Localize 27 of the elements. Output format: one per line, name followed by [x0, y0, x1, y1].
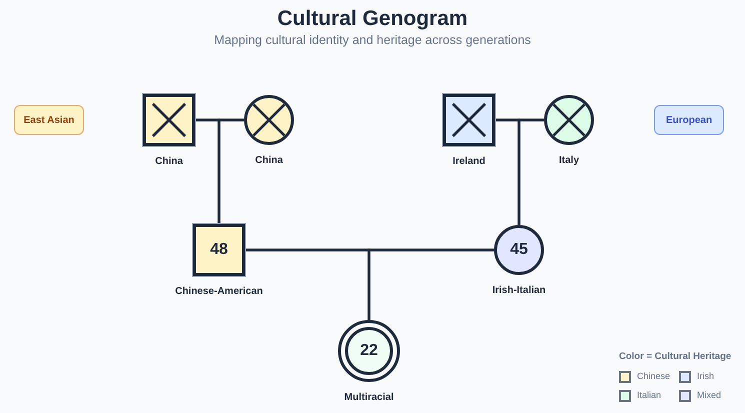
- heritage-label: East Asian: [24, 114, 74, 128]
- person-label: Multiracial: [344, 391, 394, 405]
- diagram-title: Cultural Genogram: [277, 6, 468, 32]
- person-label: Chinese-American: [175, 285, 263, 299]
- legend-text: Irish: [697, 370, 714, 384]
- legend-text: Mixed: [697, 388, 722, 402]
- person-label: China: [155, 155, 183, 169]
- male-square: [193, 224, 245, 276]
- connector-line: [218, 118, 244, 224]
- deceased-male-square: [143, 94, 195, 146]
- age-number: 45: [510, 240, 528, 260]
- person-label: Irish-Italian: [492, 284, 546, 298]
- person-label: China: [255, 154, 283, 168]
- legend-text: Italian: [637, 388, 662, 402]
- connector-line: [518, 118, 544, 225]
- heritage-tag: [654, 105, 724, 135]
- diagram-subtitle: Mapping cultural identity and heritage across generations: [214, 32, 531, 49]
- age-number: 22: [360, 341, 378, 361]
- age-number: 48: [210, 240, 228, 260]
- connector-line: [368, 248, 494, 320]
- legend-title: Color = Cultural Heritage: [619, 350, 732, 364]
- heritage-tag: [14, 105, 84, 135]
- person-label: Italy: [559, 154, 579, 168]
- person-label: Ireland: [452, 155, 486, 169]
- heritage-label: European: [666, 114, 712, 128]
- deceased-male-square: [443, 94, 495, 146]
- legend-text: Chinese: [637, 370, 670, 384]
